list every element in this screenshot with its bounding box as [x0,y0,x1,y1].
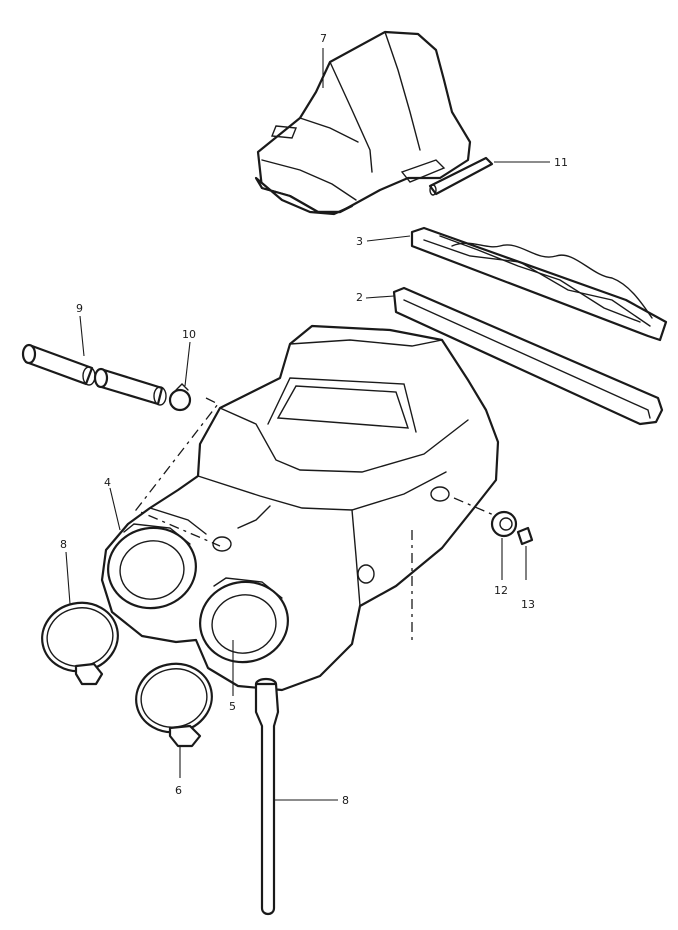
callout-8-tube: 8 [342,794,349,807]
callout-12: 12 [494,584,508,597]
part-hose-clamp-2 [135,662,213,748]
callout-8-clamp: 8 [60,538,67,551]
callout-9: 9 [76,302,83,315]
part-hose-a [21,343,96,386]
callout-10: 10 [182,328,196,341]
part-pin [428,156,494,196]
callout-3: 3 [356,235,363,248]
callout-7: 7 [320,32,327,45]
part-drain-tube [254,677,280,916]
callout-11: 11 [554,156,568,169]
callout-13: 13 [521,598,535,611]
callout-labels: 7 11 3 2 9 10 4 8 5 6 8 12 13 [60,32,568,807]
part-clamp-small [168,383,192,412]
part-main-housing [100,324,500,692]
leader-lines [65,48,550,801]
part-intake-mouth-left [107,523,197,610]
callout-5: 5 [229,700,236,713]
part-grommet [490,510,518,538]
callout-4: 4 [104,476,111,489]
part-mesh-element [410,226,668,342]
callout-6: 6 [175,784,182,797]
callout-2: 2 [356,291,363,304]
part-plug [516,526,534,546]
part-filter-tray [392,286,664,426]
assembly-lines [134,397,497,640]
part-hose-clamp-1 [41,601,119,686]
part-intake-mouth-right [199,577,289,664]
part-cap-duct [254,30,472,216]
part-hose-b [93,367,167,406]
